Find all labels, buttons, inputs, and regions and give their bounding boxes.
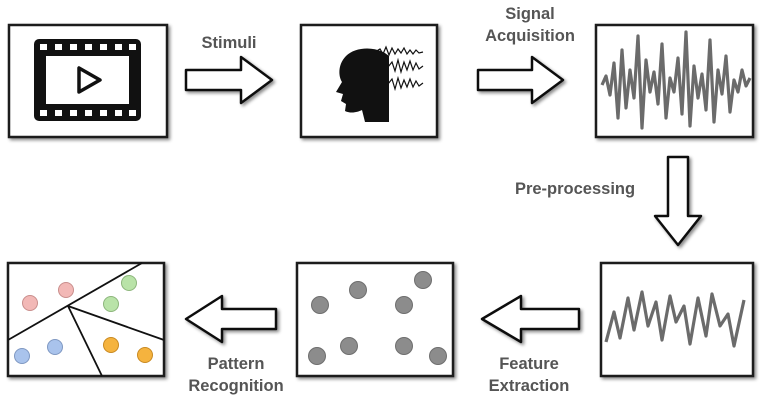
arrow-stimuli [184,55,274,105]
classified-points [14,275,153,364]
label-stimuli-line: Stimuli [201,34,257,52]
play-icon [77,66,102,94]
feature-points [308,271,447,365]
label-signal-acquisition-line1: Signal [505,5,555,23]
clean-signal-waveform [604,290,746,348]
label-pattern-recognition-line1: Pattern [207,355,265,373]
raw-signal-waveform [600,30,752,130]
acquisition-box [299,23,439,139]
label-pattern-recognition: Pattern Recognition [173,353,299,397]
arrow-pattern-recognition [184,294,278,344]
head-electrodes-icon [336,45,424,122]
raw-signal-box [594,23,755,139]
label-feature-extraction: Feature Extraction [468,353,590,397]
label-pre-processing: Pre-processing [500,178,650,200]
classification-box [6,261,166,378]
label-signal-acquisition-line2: Acquisition [485,27,575,45]
label-feature-extraction-line2: Extraction [488,377,570,395]
feature-points-box [295,261,455,378]
label-pre-processing-line: Pre-processing [514,180,636,198]
film-icon [34,39,141,121]
arrow-preprocessing [653,155,703,247]
arrow-acquisition [476,55,565,105]
label-stimuli: Stimuli [186,32,272,54]
arrow-feature-extraction [480,294,581,344]
label-feature-extraction-line1: Feature [499,355,559,373]
label-signal-acquisition: Signal Acquisition [462,3,598,47]
clean-signal-box [599,261,755,378]
label-pattern-recognition-line2: Recognition [188,377,284,395]
decision-boundaries [7,262,165,377]
stimulus-box [7,23,169,139]
